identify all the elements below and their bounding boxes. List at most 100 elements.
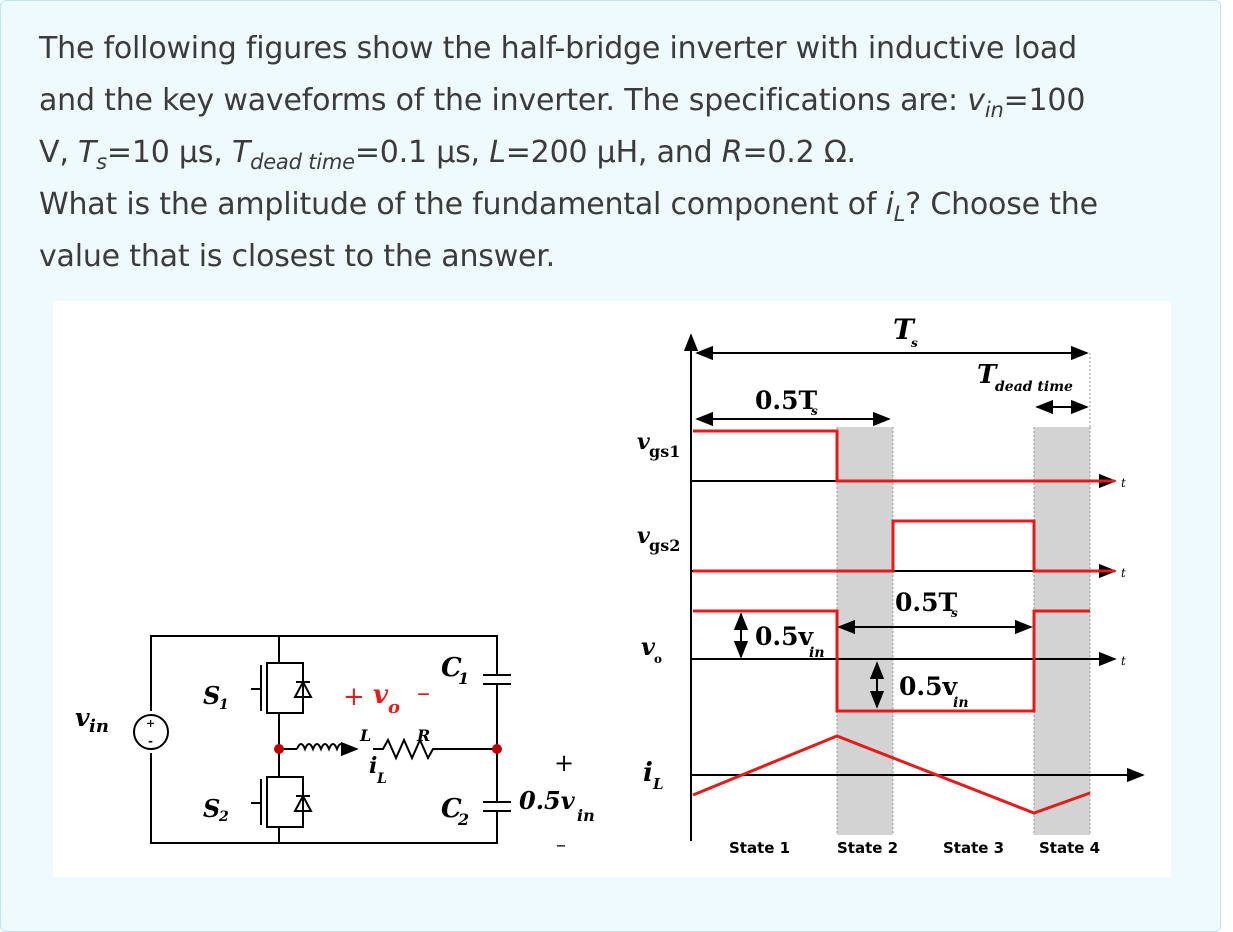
ts-label: T — [893, 313, 916, 346]
source-minus-sign: - — [148, 734, 153, 748]
s2-label: S — [203, 794, 220, 823]
question-il-symbol: i — [885, 187, 894, 222]
state-2-label: State 2 — [837, 839, 898, 857]
question-ask: What is the amplitude of the fundamental… — [39, 187, 886, 222]
question-spec-intro: and the key waveforms of the inverter. T… — [39, 83, 968, 118]
il-circuit-label-sub: L — [376, 771, 387, 787]
question-line-5: value that is closest to the answer. — [39, 231, 1199, 283]
t-label-vgs1: t — [1121, 476, 1126, 490]
figure-panel: + - v in S 1 S 2 + v o – C 1 C 2 L R i L — [53, 301, 1171, 877]
c1-label: C — [441, 653, 462, 683]
vgs2-label: v — [637, 523, 650, 549]
s1-label: S — [203, 681, 220, 710]
midpoint-node — [274, 744, 284, 754]
s1-label-sub: 1 — [219, 697, 229, 713]
question-text: The following figures show the half-brid… — [39, 23, 1199, 283]
circuit-nodes — [274, 744, 502, 754]
vgs2-trace — [693, 519, 1115, 573]
half-vin-label: 0.5v — [519, 786, 576, 815]
inductor — [296, 743, 346, 752]
vin-label-sub: in — [89, 716, 109, 737]
question-line-3: V, Ts=10 μs, Tdead time=0.1 μs, L=200 μH… — [39, 127, 1199, 179]
capacitor-node — [492, 744, 502, 754]
half-vin-pos-label: 0.5v — [755, 622, 814, 651]
s2-label-sub: 2 — [218, 809, 229, 825]
vin-label: v — [75, 703, 90, 732]
circuit-top-rail — [150, 635, 498, 711]
figure-svg: + - v in S 1 S 2 + v o – C 1 C 2 L R i L — [75, 313, 1145, 857]
vgs1-label-sub: gs1 — [649, 442, 680, 461]
s1-mosfet — [251, 662, 313, 714]
il-circuit-label: i — [369, 753, 377, 779]
half-vin-label-sub: in — [577, 806, 595, 825]
resistor-label: R — [416, 726, 430, 745]
vo-label-sub: o — [388, 697, 400, 718]
spec-vin-symbol: v — [967, 83, 985, 118]
half-ts-mid-label-sub: s — [951, 606, 958, 620]
question-line-1: The following figures show the half-brid… — [39, 23, 1199, 75]
c1-capacitor — [483, 674, 511, 749]
state-3-label: State 3 — [943, 839, 1004, 857]
half-bridge-circuit — [133, 635, 511, 844]
half-ts-top-label: 0.5T — [755, 386, 817, 415]
vo-wave-label: v — [641, 632, 656, 661]
il-trace — [692, 734, 1091, 815]
half-vin-minus: – — [556, 832, 566, 856]
vgs2-label-sub: gs2 — [649, 536, 680, 555]
c2-label-sub: 2 — [457, 810, 469, 829]
spec-vin-subscript: in — [984, 98, 1004, 122]
half-vin-neg-label: 0.5v — [899, 672, 958, 701]
c1-label-sub: 1 — [458, 669, 469, 688]
state-4-label: State 4 — [1039, 839, 1100, 857]
question-ask-tail: ? Choose the — [905, 187, 1098, 222]
half-vin-neg-label-sub: in — [953, 695, 969, 711]
state-1-label: State 1 — [729, 839, 790, 857]
il-wave-label-sub: L — [652, 775, 664, 793]
question-line-4: What is the amplitude of the fundamental… — [39, 179, 1199, 231]
resistor — [373, 737, 497, 761]
half-vin-plus: + — [554, 749, 574, 777]
spec-l-symbol: L — [489, 135, 506, 170]
question-line-5-text: value that is closest to the answer. — [39, 239, 555, 274]
vgs1-label: v — [637, 429, 650, 455]
question-line-1-text: The following figures show the half-brid… — [39, 31, 1077, 66]
tdead-label: T — [977, 360, 998, 390]
vo-label: v — [373, 680, 389, 710]
dead-band-state-4 — [1034, 427, 1090, 835]
spec-tdead-value: =0.1 μs, — [354, 135, 490, 170]
period-arrows — [695, 345, 1089, 709]
vo-trace — [693, 609, 1090, 713]
spec-tdead-symbol: T — [231, 135, 251, 170]
t-label-vgs2: t — [1121, 566, 1126, 580]
s2-mosfet — [251, 776, 313, 828]
half-ts-mid-label: 0.5T — [895, 588, 957, 617]
spec-ts-symbol: T — [78, 135, 97, 170]
spec-ts-value: =10 μs, — [106, 135, 232, 170]
spec-vin-unit: V, — [39, 135, 78, 170]
spec-r-symbol: R — [721, 135, 743, 170]
inductor-label: L — [359, 726, 371, 745]
ts-label-sub: s — [911, 336, 918, 350]
c2-capacitor — [483, 749, 511, 812]
il-wave-label: i — [643, 758, 653, 788]
half-ts-top-label-sub: s — [811, 404, 818, 418]
half-vin-pos-label-sub: in — [809, 645, 825, 661]
question-line-2: and the key waveforms of the inverter. T… — [39, 75, 1199, 127]
spec-tdead-subscript: dead time — [250, 150, 355, 174]
spec-vin-value: =100 — [1003, 83, 1086, 118]
spec-l-value: =200 μH, and — [505, 135, 722, 170]
circuit-bottom-rail — [150, 753, 498, 844]
spec-ts-subscript: s — [96, 150, 107, 174]
vin-source — [133, 714, 169, 750]
vo-plus-label: + — [343, 682, 365, 712]
waveform-traces — [692, 429, 1115, 815]
dead-band-state-2 — [837, 427, 893, 835]
vgs1-trace — [693, 429, 1115, 483]
t-label-vo: t — [1121, 654, 1126, 668]
vo-minus-label: – — [417, 678, 430, 708]
c2-label: C — [441, 794, 462, 824]
spec-r-value: =0.2 Ω. — [742, 135, 856, 170]
question-il-subscript: L — [893, 202, 906, 226]
tdead-label-sub: dead time — [995, 379, 1073, 395]
